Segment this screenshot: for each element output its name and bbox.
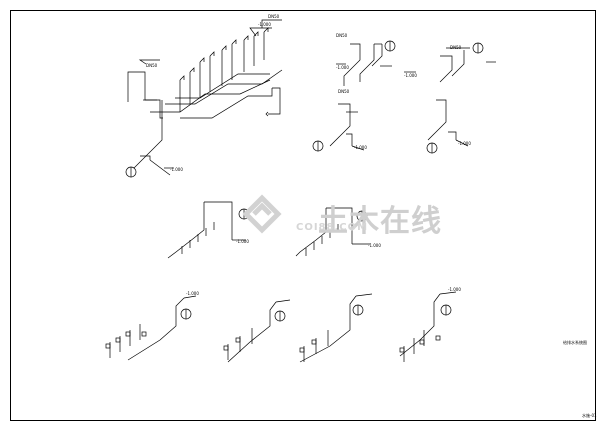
label-elev-j: -1.000 xyxy=(448,287,461,292)
label-elev-d: -1.000 xyxy=(404,73,417,78)
label-pipe-b: DN50 xyxy=(268,14,280,19)
pipe-system-1 xyxy=(125,19,283,178)
label-pipe-d: DN50 xyxy=(450,45,462,50)
label-elev-h: -1.000 xyxy=(368,243,381,248)
drawing-caption: 给排水系统图 xyxy=(563,340,587,345)
label-elev-i: -1.000 xyxy=(186,291,199,296)
sheet-number: 水施-01 xyxy=(582,413,597,418)
label-elev-b: -1.000 xyxy=(170,167,183,172)
label-pipe-a: DN50 xyxy=(146,63,158,68)
watermark-url: COI88.COM xyxy=(296,222,369,233)
label-elev-g: -1.000 xyxy=(236,239,249,244)
pipe-system-4 xyxy=(105,291,457,363)
label-pipe-e: DN50 xyxy=(338,89,350,94)
drawing-frame xyxy=(10,10,596,421)
label-elev-c: -1.000 xyxy=(336,65,349,70)
label-elev-a: -1.000 xyxy=(258,22,271,27)
label-elev-f: -1.000 xyxy=(458,141,471,146)
watermark-logo xyxy=(242,194,282,234)
label-pipe-c: DN50 xyxy=(336,33,348,38)
watermark-brand: 土木在线 xyxy=(318,204,442,239)
pipe-system-2 xyxy=(312,40,496,154)
pipe-system-3 xyxy=(167,201,370,259)
label-elev-e: -1.000 xyxy=(354,145,367,150)
